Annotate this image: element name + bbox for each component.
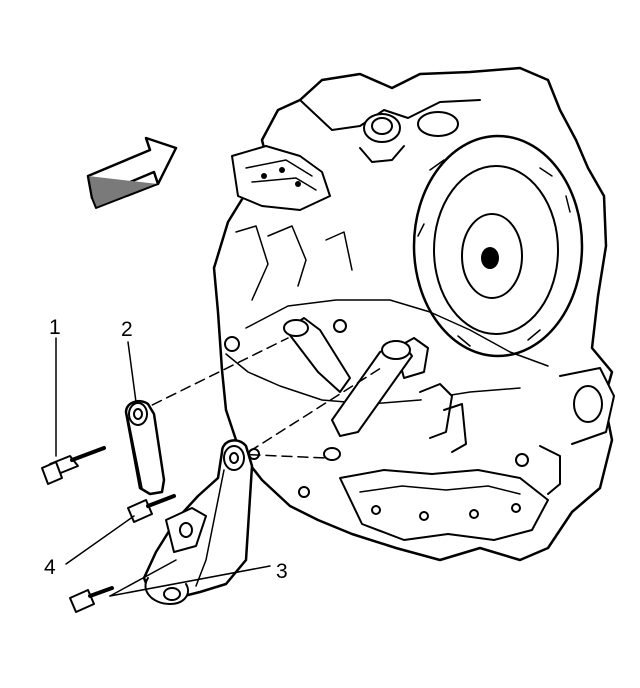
bolt-1 <box>41 446 106 485</box>
callout-3: 3 <box>276 560 288 583</box>
mount-bracket-small <box>124 400 166 496</box>
transmission-case <box>212 66 615 562</box>
case-mount-boss <box>283 317 413 461</box>
bolt-3 <box>69 586 114 613</box>
bolt-4 <box>127 494 176 523</box>
callout-4: 4 <box>44 556 56 579</box>
callout-2: 2 <box>121 318 133 341</box>
hollow-arrow-icon <box>86 136 178 209</box>
callout-1: 1 <box>49 316 61 339</box>
leader-lines <box>55 337 271 597</box>
mount-bracket-large <box>142 439 254 605</box>
